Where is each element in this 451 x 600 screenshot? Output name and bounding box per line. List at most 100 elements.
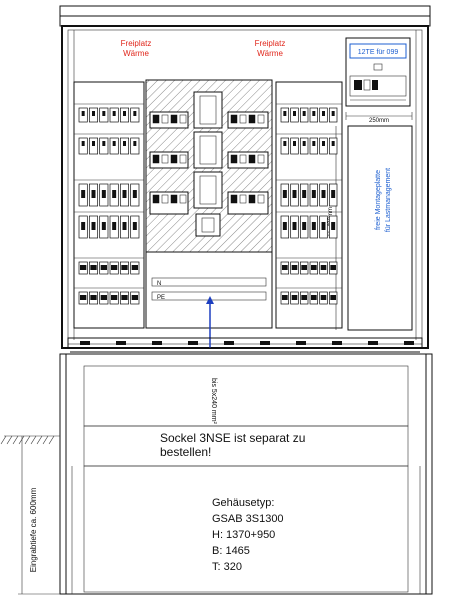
freiplatz-left-line2: Wärme bbox=[123, 49, 149, 58]
breaker-bar bbox=[131, 295, 138, 300]
specs-width: B: 1465 bbox=[212, 545, 250, 557]
breaker-bar bbox=[282, 295, 288, 300]
breaker-toggle bbox=[312, 141, 316, 146]
ground-level: Eingrabtiefe ca. 600mm bbox=[0, 435, 60, 595]
fuse-element bbox=[170, 114, 178, 124]
mounting-plate-line1: freie Montageplatte bbox=[375, 170, 382, 230]
breaker-toggle bbox=[302, 222, 307, 230]
mounting-plate-line2: für Lastmanagement bbox=[385, 168, 392, 232]
fuse-element bbox=[230, 194, 238, 204]
breaker-bar bbox=[80, 295, 87, 300]
cabinet-base bbox=[67, 337, 423, 353]
breaker-toggle bbox=[101, 222, 106, 230]
fuse-element bbox=[152, 114, 160, 124]
specs-height: H: 1370+950 bbox=[212, 529, 275, 541]
ground-hatch-line bbox=[36, 435, 43, 445]
fuse-element bbox=[257, 154, 265, 164]
breaker-toggle bbox=[293, 111, 296, 116]
breaker-bar bbox=[121, 265, 128, 270]
breaker-toggle bbox=[302, 111, 306, 116]
breaker-toggle bbox=[91, 222, 96, 230]
breaker-bar bbox=[100, 265, 107, 270]
breaker-toggle bbox=[282, 190, 287, 198]
ground-hatch-line bbox=[6, 435, 13, 445]
fuse-element bbox=[239, 154, 247, 164]
breaker-toggle bbox=[101, 190, 106, 198]
breaker-toggle bbox=[122, 222, 127, 230]
ground-hatch-line bbox=[48, 435, 55, 445]
breaker-toggle bbox=[122, 190, 127, 198]
breaker-bar bbox=[311, 265, 317, 270]
depth-label: Eingrabtiefe ca. 600mm bbox=[29, 487, 38, 572]
breaker-toggle bbox=[311, 222, 316, 230]
fuse-element bbox=[161, 154, 169, 164]
breaker-bar bbox=[90, 265, 97, 270]
foot-mark bbox=[116, 341, 126, 345]
specs-depth: T: 320 bbox=[212, 561, 242, 573]
breaker-toggle bbox=[112, 222, 117, 230]
breaker-toggle bbox=[102, 141, 106, 146]
fuse-element bbox=[179, 114, 187, 124]
breaker-toggle bbox=[321, 190, 326, 198]
breaker-toggle bbox=[112, 111, 116, 116]
fuse-element bbox=[161, 194, 169, 204]
foot-mark bbox=[188, 341, 198, 345]
ground-hatch-line bbox=[0, 435, 7, 445]
specs-type: GSAB 3S1300 bbox=[212, 513, 284, 525]
ground-hatch-line bbox=[30, 435, 37, 445]
rail-pe-label: PE bbox=[157, 295, 165, 301]
fuse-element bbox=[152, 194, 160, 204]
fuse-element bbox=[257, 194, 265, 204]
specs-title: Gehäusetyp: bbox=[212, 497, 274, 509]
dimension-width: 250mm bbox=[345, 112, 413, 124]
plinth: bis 5x240 mm² bbox=[59, 353, 433, 595]
freiplatz-right-line1: Freiplatz bbox=[255, 39, 286, 48]
breaker-toggle bbox=[292, 190, 297, 198]
freiplatz-right-line2: Wärme bbox=[257, 49, 283, 58]
breaker-bar bbox=[330, 295, 336, 300]
cabinet-roof bbox=[59, 5, 431, 27]
specs-block: Gehäusetyp: GSAB 3S1300 H: 1370+950 B: 1… bbox=[212, 497, 284, 573]
breaker-bar bbox=[330, 265, 336, 270]
breaker-toggle bbox=[123, 141, 126, 146]
breaker-toggle bbox=[312, 111, 316, 116]
breaker-toggle bbox=[133, 111, 137, 116]
fuse-element bbox=[248, 194, 256, 204]
breaker-toggle bbox=[282, 222, 287, 230]
breaker-toggle bbox=[132, 190, 137, 198]
breaker-toggle bbox=[102, 111, 106, 116]
foot-mark bbox=[224, 341, 234, 345]
breaker-toggle bbox=[293, 141, 296, 146]
fuse-element bbox=[239, 114, 247, 124]
cable-entry-label: bis 5x240 mm² bbox=[210, 378, 217, 425]
foot-mark bbox=[296, 341, 306, 345]
plinth-note-line2: bestellen! bbox=[160, 445, 211, 459]
fuse-element bbox=[152, 154, 160, 164]
breaker-toggle bbox=[123, 111, 126, 116]
breaker-bar bbox=[301, 265, 307, 270]
plinth-note-line1: Sockel 3NSE ist separat zu bbox=[160, 431, 305, 445]
breaker-bar bbox=[291, 265, 298, 270]
breaker-toggle bbox=[321, 222, 326, 230]
breaker-bar bbox=[282, 265, 288, 270]
freiplatz-left-label: Freiplatz Wärme bbox=[121, 39, 152, 58]
breaker-bar bbox=[111, 295, 118, 300]
dimension-width-label: 250mm bbox=[369, 118, 389, 124]
breaker-toggle bbox=[91, 190, 96, 198]
fuse-element bbox=[230, 114, 238, 124]
breaker-bar bbox=[131, 265, 138, 270]
breaker-bar bbox=[111, 265, 118, 270]
breaker-toggle bbox=[322, 141, 325, 146]
breaker-bar bbox=[320, 295, 327, 300]
breaker-toggle bbox=[331, 111, 335, 116]
foot-mark bbox=[152, 341, 162, 345]
ground-hatch-line bbox=[12, 435, 19, 445]
breaker-toggle bbox=[81, 111, 85, 116]
breaker-toggle bbox=[132, 222, 137, 230]
foot-mark bbox=[368, 341, 378, 345]
fuse-element bbox=[239, 194, 247, 204]
breaker-toggle bbox=[331, 190, 336, 198]
breaker-bar bbox=[320, 265, 327, 270]
breaker-bar bbox=[100, 295, 107, 300]
breaker-bar bbox=[311, 295, 317, 300]
